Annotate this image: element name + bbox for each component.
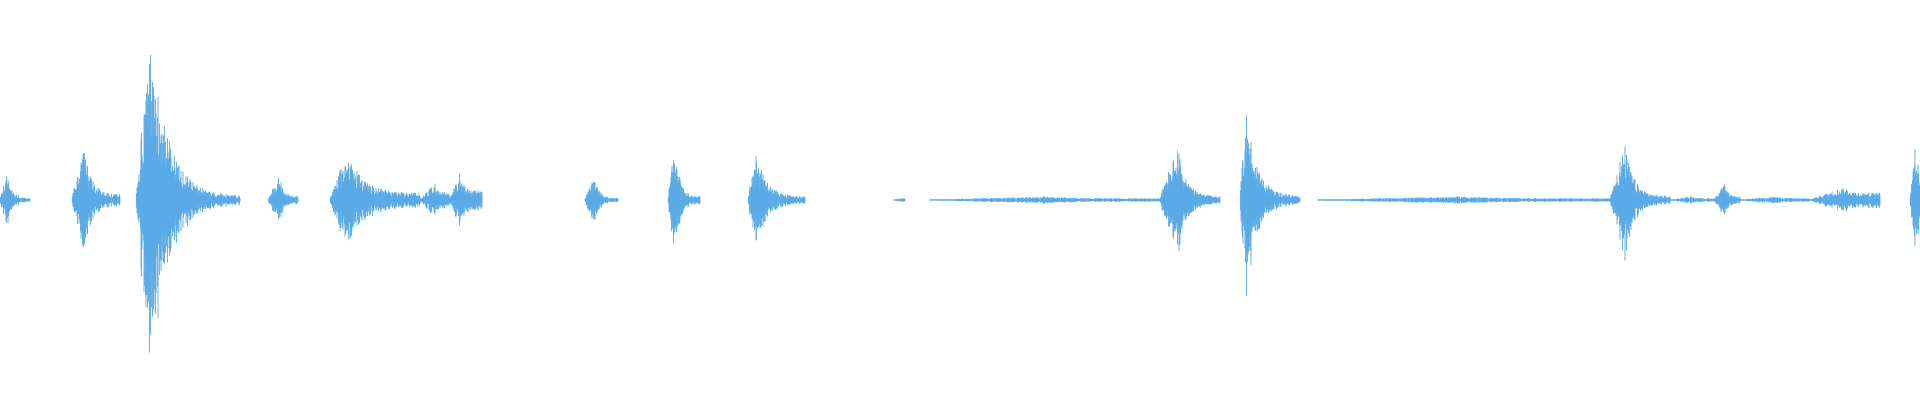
waveform-burst-0 [0,176,31,224]
waveform-burst-11 [929,196,1161,204]
waveform-burst-20 [1909,149,1920,246]
waveform-burst-7 [584,181,619,221]
waveform-burst-14 [1317,196,1611,204]
waveform-series [0,54,1920,353]
waveform-burst-17 [1713,184,1741,215]
waveform-burst-15 [1609,146,1671,261]
waveform-burst-5 [419,183,451,215]
waveform-burst-3 [267,177,299,220]
waveform-burst-9 [747,155,806,241]
waveform-burst-12 [1159,150,1221,252]
waveform-burst-1 [71,152,121,247]
waveform-burst-19 [1809,187,1881,212]
waveform-burst-10 [893,198,906,202]
waveform-burst-4 [329,162,421,240]
waveform-burst-6 [449,173,483,226]
waveform-burst-8 [667,160,701,244]
waveform-burst-16 [1669,196,1715,204]
waveform-burst-2 [135,54,241,353]
waveform-burst-18 [1739,196,1811,204]
waveform-burst-13 [1239,115,1301,296]
